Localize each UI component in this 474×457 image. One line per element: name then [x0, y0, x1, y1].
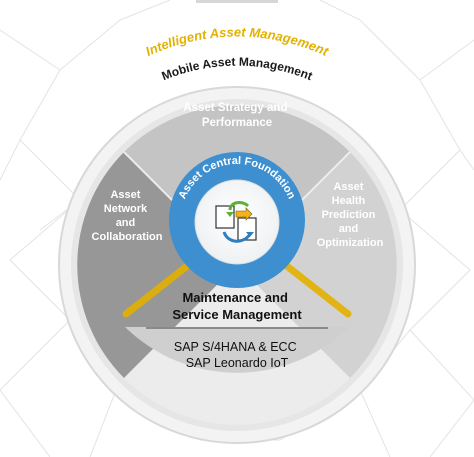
platform-band: [125, 327, 349, 373]
segment-asset-network: [77, 152, 237, 378]
mobile-asset-management-label: Mobile Asset Management: [160, 55, 315, 84]
center-disc: [194, 179, 280, 265]
data-sync-documents-icon: [215, 201, 257, 243]
segment-asset-health: [237, 152, 397, 378]
header-accent-bar: [196, 0, 278, 3]
intelligent-asset-management-label: Intelligent Asset Management: [143, 25, 331, 60]
segment-top-label: Asset Strategy and Performance: [183, 102, 290, 129]
segment-right-label: Asset Health Prediction and Optimization: [317, 181, 384, 249]
segment-left-label: Asset Network and Collaboration: [92, 189, 163, 243]
segment-bottom-label: Maintenance and Service Management: [172, 290, 302, 322]
platform-label: SAP S/4HANA & ECC SAP Leonardo IoT: [174, 340, 300, 370]
